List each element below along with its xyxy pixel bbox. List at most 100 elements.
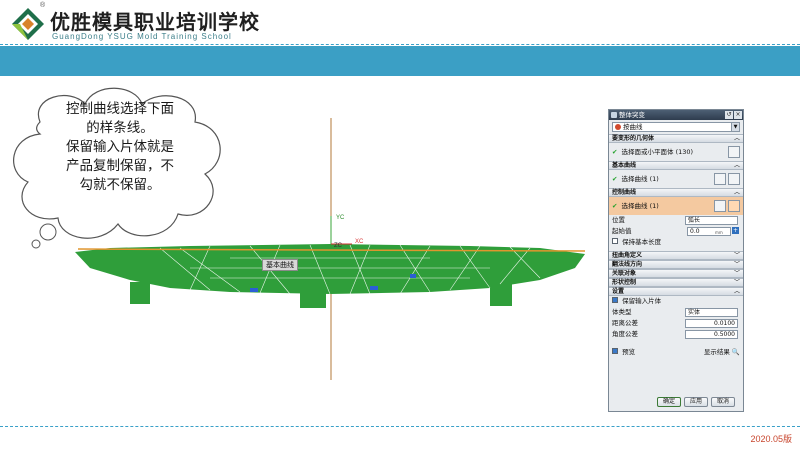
apply-button[interactable]: 应用 — [684, 397, 709, 407]
model-viewport[interactable]: YC ZC XC 基本曲线 — [70, 118, 590, 388]
callout-line-1: 控制曲线选择下面 — [66, 101, 174, 117]
start-label: 起始值 — [612, 227, 632, 235]
plus-icon[interactable]: + — [732, 227, 739, 234]
angle-tolerance-row: 角度公差 0.5000 — [609, 329, 743, 340]
chevron-down-icon: ﹀ — [733, 270, 740, 277]
footer-divider — [0, 426, 800, 427]
body-type-value: 实体 — [688, 309, 701, 316]
mold-model — [75, 118, 586, 380]
type-dropdown-value: 按曲线 — [623, 123, 643, 131]
dialog-app-icon — [611, 112, 617, 118]
angle-tolerance-label: 角度公差 — [612, 330, 638, 338]
reverse-direction-icon[interactable] — [714, 200, 726, 212]
start-unit: mm — [715, 230, 723, 235]
section-normal-label: 翻法线方向 — [612, 261, 643, 268]
preview-label: 预览 — [622, 348, 636, 356]
start-value: 0.0 — [690, 228, 700, 235]
keep-length-checkbox[interactable] — [612, 238, 618, 244]
check-icon: ✔ — [612, 202, 618, 210]
section-associated[interactable]: 关联对象 ﹀ — [609, 269, 743, 278]
close-icon[interactable]: × — [734, 111, 742, 119]
chevron-down-icon: ﹀ — [733, 261, 740, 268]
section-shape-label: 形状控制 — [612, 279, 637, 286]
position-label: 位置 — [612, 216, 625, 224]
control-select-label: 选择曲线 (1) — [621, 202, 659, 210]
keep-input-row[interactable]: 保留输入片体 — [609, 296, 743, 307]
section-base-curve[interactable]: 基本曲线 ︿ — [609, 161, 743, 170]
distance-tolerance-row: 距离公差 0.0100 — [609, 318, 743, 329]
chevron-down-icon: ﹀ — [733, 279, 740, 286]
section-geometry-label: 要变形的几何体 — [612, 135, 655, 142]
curve-select-icon[interactable] — [728, 173, 740, 185]
show-result-label: 显示结果 — [703, 348, 730, 356]
callout-line-5: 勾就不保留。 — [79, 177, 161, 193]
reset-icon[interactable]: ↺ — [725, 111, 733, 119]
section-base-curve-label: 基本曲线 — [612, 162, 637, 169]
position-dropdown[interactable]: 弧长 — [685, 216, 738, 225]
chevron-down-icon: ﹀ — [733, 252, 740, 259]
callout-line-3: 保留输入片体就是 — [66, 139, 174, 155]
angle-tolerance-value: 0.5000 — [714, 331, 735, 338]
preview-checkbox[interactable] — [612, 348, 618, 354]
axis-label-yc: YC — [336, 215, 345, 221]
header-band — [0, 46, 800, 76]
callout-line-2: 的样条线。 — [86, 120, 154, 136]
section-geometry[interactable]: 要变形的几何体 ︿ — [609, 134, 743, 143]
chevron-up-icon: ︿ — [733, 288, 740, 295]
start-value-row: 起始值 0.0 mm + — [609, 226, 743, 237]
section-shape[interactable]: 形状控制 ﹀ — [609, 278, 743, 287]
school-logo-icon — [12, 8, 44, 40]
base-curve-selector[interactable]: ✔ 选择曲线 (1) — [609, 170, 743, 188]
magnifier-icon: 🔍 — [731, 348, 740, 356]
angle-tolerance-input[interactable]: 0.5000 — [685, 330, 738, 339]
callout-text: 控制曲线选择下面 的样条线。 保留输入片体就是 产品复制保留，不 勾就不保留。 — [40, 100, 200, 195]
base-select-label: 选择曲线 (1) — [621, 175, 659, 183]
control-curve-selector[interactable]: ✔ 选择曲线 (1) — [609, 197, 743, 215]
by-curve-icon — [615, 124, 621, 130]
keep-input-label: 保留输入片体 — [622, 297, 662, 305]
section-control-curve-label: 控制曲线 — [612, 189, 637, 196]
cancel-button[interactable]: 取消 — [711, 397, 736, 407]
dialog-title: 整体突变 — [619, 111, 645, 119]
axis-label-xc: XC — [355, 239, 364, 245]
geometry-select-label: 选择面或小平面体 (130) — [621, 148, 694, 156]
show-result-button[interactable]: 显示结果 🔍 — [704, 344, 740, 360]
base-curve-tag: 基本曲线 — [262, 259, 298, 271]
position-value: 弧长 — [688, 217, 701, 224]
preview-row[interactable]: 预览 显示结果 🔍 — [609, 344, 743, 360]
global-shaping-dialog: 整体突变 ↺ × 按曲线 ▼ 要变形的几何体 ︿ ✔ 选择面或小平面体 (130… — [608, 109, 744, 412]
section-control-curve[interactable]: 控制曲线 ︿ — [609, 188, 743, 197]
distance-tolerance-input[interactable]: 0.0100 — [685, 319, 738, 328]
callout-line-4: 产品复制保留，不 — [66, 158, 174, 174]
curve-select-icon[interactable] — [728, 200, 740, 212]
type-dropdown[interactable]: 按曲线 ▼ — [612, 122, 740, 132]
face-select-icon[interactable] — [728, 146, 740, 158]
body-type-label: 体类型 — [612, 308, 632, 316]
geometry-selector[interactable]: ✔ 选择面或小平面体 (130) — [609, 143, 743, 161]
distance-tolerance-label: 距离公差 — [612, 319, 638, 327]
keep-length-row[interactable]: 保持基本长度 — [609, 237, 743, 248]
ok-button[interactable]: 确定 — [657, 397, 682, 407]
section-twist[interactable]: 扭曲角定义 ﹀ — [609, 251, 743, 260]
section-associated-label: 关联对象 — [612, 270, 637, 277]
check-icon: ✔ — [612, 148, 618, 156]
section-settings-label: 设置 — [612, 288, 625, 295]
body-type-row: 体类型 实体 — [609, 307, 743, 318]
reverse-direction-icon[interactable] — [714, 173, 726, 185]
body-type-dropdown[interactable]: 实体 — [685, 308, 738, 317]
chevron-up-icon: ︿ — [733, 135, 740, 142]
section-settings[interactable]: 设置 ︿ — [609, 287, 743, 296]
check-icon: ✔ — [612, 175, 618, 183]
chevron-down-icon: ▼ — [731, 123, 739, 131]
section-normal[interactable]: 翻法线方向 ﹀ — [609, 260, 743, 269]
position-row: 位置 弧长 — [609, 215, 743, 226]
school-title: 优胜模具职业培训学校 — [50, 10, 260, 34]
distance-tolerance-value: 0.0100 — [714, 320, 735, 327]
registered-mark: ® — [40, 2, 46, 9]
keep-input-checkbox[interactable] — [612, 297, 618, 303]
header-divider — [0, 44, 800, 45]
keep-length-label: 保持基本长度 — [622, 238, 662, 246]
axis-label-zc: ZC — [334, 243, 342, 249]
chevron-up-icon: ︿ — [733, 189, 740, 196]
start-value-input[interactable]: 0.0 — [687, 227, 731, 236]
